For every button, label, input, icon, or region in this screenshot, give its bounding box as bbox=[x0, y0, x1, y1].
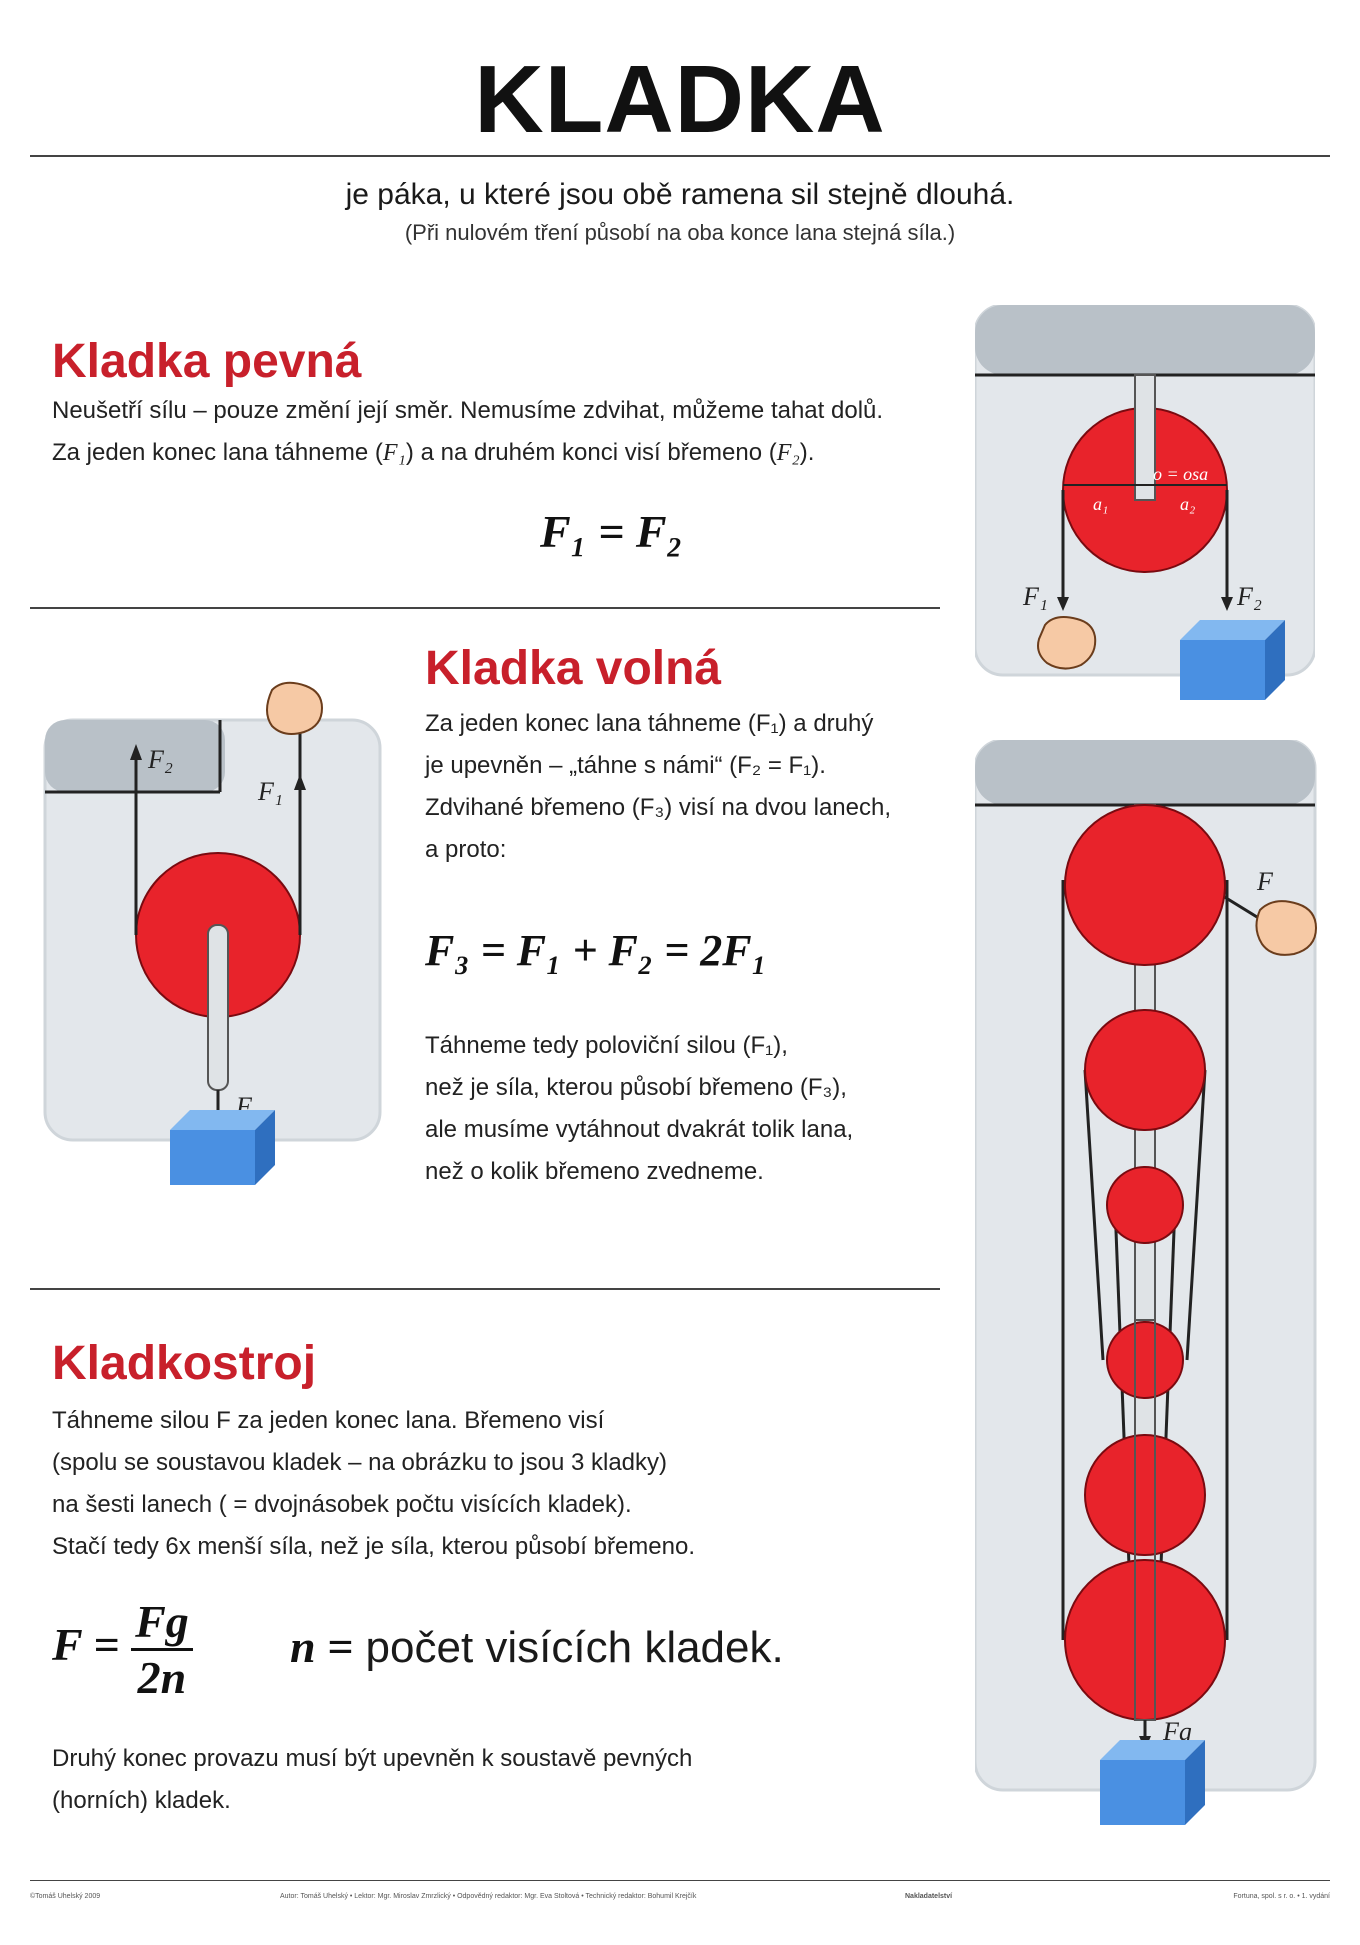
arm-a2-label: a₂ bbox=[1180, 494, 1195, 514]
weight-box-icon bbox=[170, 1110, 275, 1185]
weight-box-icon bbox=[1180, 620, 1285, 700]
section-divider-1 bbox=[30, 607, 940, 609]
block-note2: (horních) kladek. bbox=[52, 1787, 231, 1814]
weight-box-icon bbox=[1100, 1740, 1205, 1825]
n-text: počet visících kladek. bbox=[365, 1623, 784, 1672]
free-f1-label: F₁ bbox=[257, 777, 283, 806]
fixed-line2: Za jeden konec lana táhneme (F₁) a na dr… bbox=[52, 439, 815, 466]
fixed-pulley-figure: o = osa a₁ a₂ F₁ F₂ bbox=[975, 305, 1315, 700]
block-l2: (spolu se soustavou kladek – na obrázku … bbox=[52, 1449, 668, 1476]
block-l4: Stačí tedy 6x menší síla, než je síla, k… bbox=[52, 1533, 695, 1560]
pulley-block-text: Táhneme silou F za jeden konec lana. Bře… bbox=[52, 1400, 952, 1568]
free-p1: Za jeden konec lana táhneme (F₁) a druhý bbox=[425, 710, 874, 737]
page-title: KLADKA bbox=[474, 46, 886, 153]
hand-icon bbox=[1037, 616, 1097, 670]
subtitle-note: (Při nulovém tření působí na oba konce l… bbox=[404, 220, 956, 245]
fixed-formula: F₁ = F₂ bbox=[540, 506, 683, 557]
formula-denominator: 2n bbox=[137, 1652, 187, 1703]
n-definition: n = počet visících kladek. bbox=[290, 1620, 784, 1673]
arm-a1-label: a₁ bbox=[1093, 494, 1108, 514]
hand-icon bbox=[266, 681, 324, 735]
block-l1: Táhneme silou F za jeden konec lana. Bře… bbox=[52, 1407, 605, 1434]
free-pulley-figure: F₂ F₁ F₃ bbox=[43, 681, 382, 1185]
free-q4: než o kolik břemeno zvedneme. bbox=[425, 1158, 764, 1185]
pulley-block-figure: F Fg bbox=[975, 740, 1318, 1825]
block-formula: F = Fg 2n bbox=[52, 1595, 193, 1704]
var-f1: F₁ bbox=[382, 440, 406, 466]
fixed-line2-b: a na druhém konci visí břemeno bbox=[420, 439, 763, 466]
free-pulley-heading: Kladka volná bbox=[425, 642, 722, 695]
free-p4: a proto: bbox=[425, 836, 507, 863]
block-l3: na šesti lanech ( = dvojnásobek počtu vi… bbox=[52, 1491, 632, 1518]
fixed-f2-label: F₂ bbox=[1236, 582, 1262, 611]
free-pulley-text: Za jeden konec lana táhneme (F₁) a druhý… bbox=[425, 703, 945, 871]
footer-divider bbox=[30, 1880, 1330, 1881]
free-p3: Zdvihané břemeno (F₃) visí na dvou lanec… bbox=[425, 794, 892, 821]
hand-icon bbox=[1255, 900, 1318, 956]
fixed-line2-a: Za jeden konec lana táhneme bbox=[52, 439, 369, 466]
footer-publisher-info: Fortuna, spol. s r. o. • 1. vydání bbox=[1233, 1893, 1330, 1900]
pulley-block-heading: Kladkostroj bbox=[52, 1337, 317, 1390]
var-f2: F₂ bbox=[776, 440, 800, 466]
footer-credits: Autor: Tomáš Uhelský • Lektor: Mgr. Miro… bbox=[280, 1893, 697, 1900]
subtitle: je páka, u které jsou obě ramena sil ste… bbox=[345, 178, 1015, 211]
fixed-pulley-heading: Kladka pevná bbox=[52, 335, 362, 388]
free-formula: F₃ = F₁ + F₂ = 2F₁ bbox=[425, 926, 767, 975]
block-note1: Druhý konec provazu musí být upevněn k s… bbox=[52, 1745, 693, 1772]
fixed-line1: Neušetří sílu – pouze změní její směr. N… bbox=[52, 397, 884, 424]
formula-lhs: F = bbox=[52, 1619, 120, 1671]
free-q3: ale musíme vytáhnout dvakrát tolik lana, bbox=[425, 1116, 854, 1143]
axis-label: o = osa bbox=[1153, 464, 1208, 484]
fixed-f1-label: F₁ bbox=[1022, 582, 1048, 611]
n-variable: n = bbox=[290, 1621, 354, 1672]
pulley-block-note: Druhý konec provazu musí být upevněn k s… bbox=[52, 1738, 952, 1822]
publisher-logo: Nakladatelství bbox=[905, 1893, 953, 1900]
footer-copyright: ©Tomáš Uhelský 2009 bbox=[30, 1893, 101, 1900]
title-divider bbox=[30, 155, 1330, 157]
formula-fraction: Fg 2n bbox=[131, 1595, 193, 1704]
free-f2-label: F₂ bbox=[147, 745, 173, 774]
fixed-pulley-text: Neušetří sílu – pouze změní její směr. N… bbox=[52, 390, 952, 474]
free-p2: je upevněn – „táhne s námi“ (F₂ = F₁). bbox=[425, 752, 826, 779]
free-q2: než je síla, kterou působí břemeno (F₃), bbox=[425, 1074, 847, 1101]
section-divider-2 bbox=[30, 1288, 940, 1290]
free-pulley-explain: Táhneme tedy poloviční silou (F₁), než j… bbox=[425, 1025, 945, 1193]
free-q1: Táhneme tedy poloviční silou (F₁), bbox=[425, 1032, 788, 1059]
block-f-label: F bbox=[1256, 867, 1274, 896]
formula-numerator: Fg bbox=[131, 1595, 193, 1651]
